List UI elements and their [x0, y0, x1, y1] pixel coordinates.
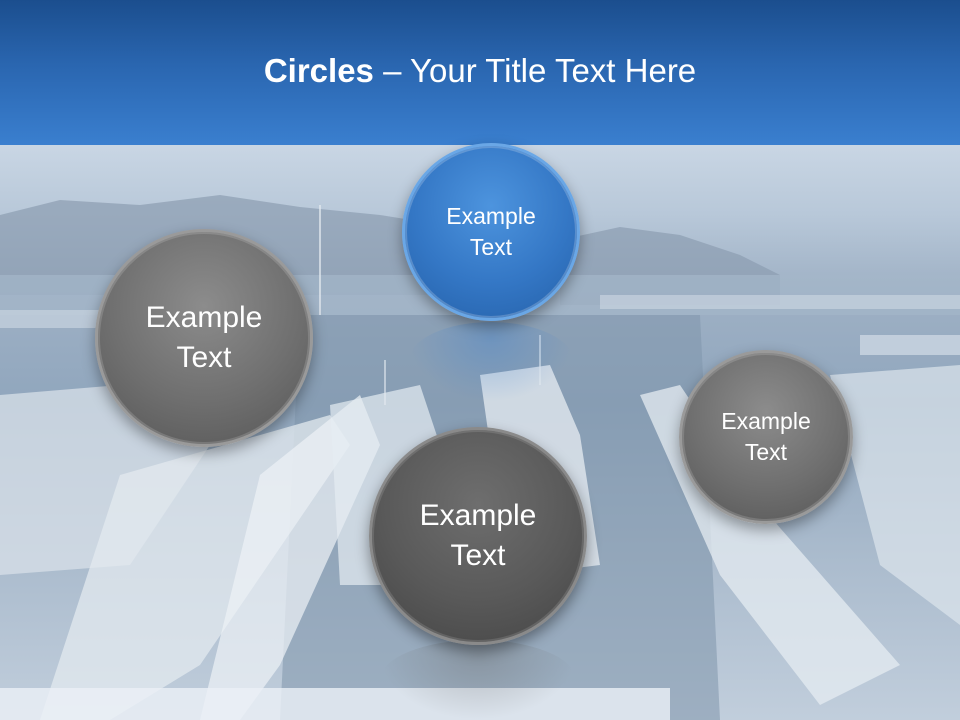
marina-illustration: [0, 195, 960, 720]
circle-right-label: Example Text: [721, 407, 811, 465]
circle-left-label: Example Text: [145, 300, 263, 375]
circle-right-gray[interactable]: Example Text: [679, 350, 853, 524]
title-bold: Circles: [263, 52, 374, 89]
circle-left-gray[interactable]: Example Text: [95, 229, 313, 447]
bottom-band: [0, 688, 670, 720]
circle-top-blue[interactable]: Example Text: [402, 143, 580, 321]
circle-top-label: Example Text: [446, 202, 536, 260]
title-banner: Circles – Your Title Text Here: [0, 0, 960, 145]
blue-circle-reflection: [408, 322, 574, 402]
circle-bottom-dark[interactable]: Example Text: [369, 427, 587, 645]
circle-bottom-label: Example Text: [419, 498, 537, 573]
bottom-circle-reflection: [380, 640, 576, 720]
title-rest: – Your Title Text Here: [373, 52, 697, 89]
slide-title: Circles – Your Title Text Here: [0, 52, 960, 90]
